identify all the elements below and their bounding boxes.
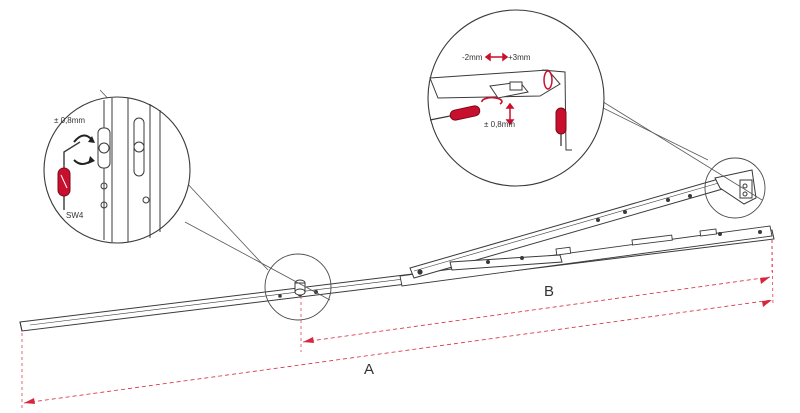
dimension-b: B [300, 240, 773, 352]
adjustment-pin [294, 279, 306, 296]
track-rail [399, 225, 773, 287]
hinge-bracket [714, 169, 757, 205]
left-tolerance-label: ± 0,8mm [54, 116, 85, 125]
dimension-b-label: B [544, 283, 554, 300]
right-key-handle-right [555, 107, 567, 135]
left-detail-view: ± 0,8mm SW4 [43, 96, 191, 244]
dimension-a-label: A [364, 361, 374, 378]
right-key-handle-left [449, 105, 481, 121]
right-tolerance-label: ± 0,8mm [484, 120, 515, 129]
right-detail-view: -2mm +3mm ± 0,8mm [427, 9, 605, 187]
rivets [278, 194, 762, 298]
hex-key-size-label: SW4 [66, 211, 84, 220]
stay-arm [409, 177, 727, 279]
plus-adjust-label: +3mm [508, 53, 531, 62]
rotate-arrow-icon [481, 96, 503, 105]
minus-adjust-label: -2mm [462, 53, 483, 62]
dimension-a: A [21, 239, 774, 410]
zoom-spot-right [704, 157, 766, 219]
top-rotate-arrow-icon [543, 70, 553, 90]
zoom-spot-left [264, 253, 332, 321]
